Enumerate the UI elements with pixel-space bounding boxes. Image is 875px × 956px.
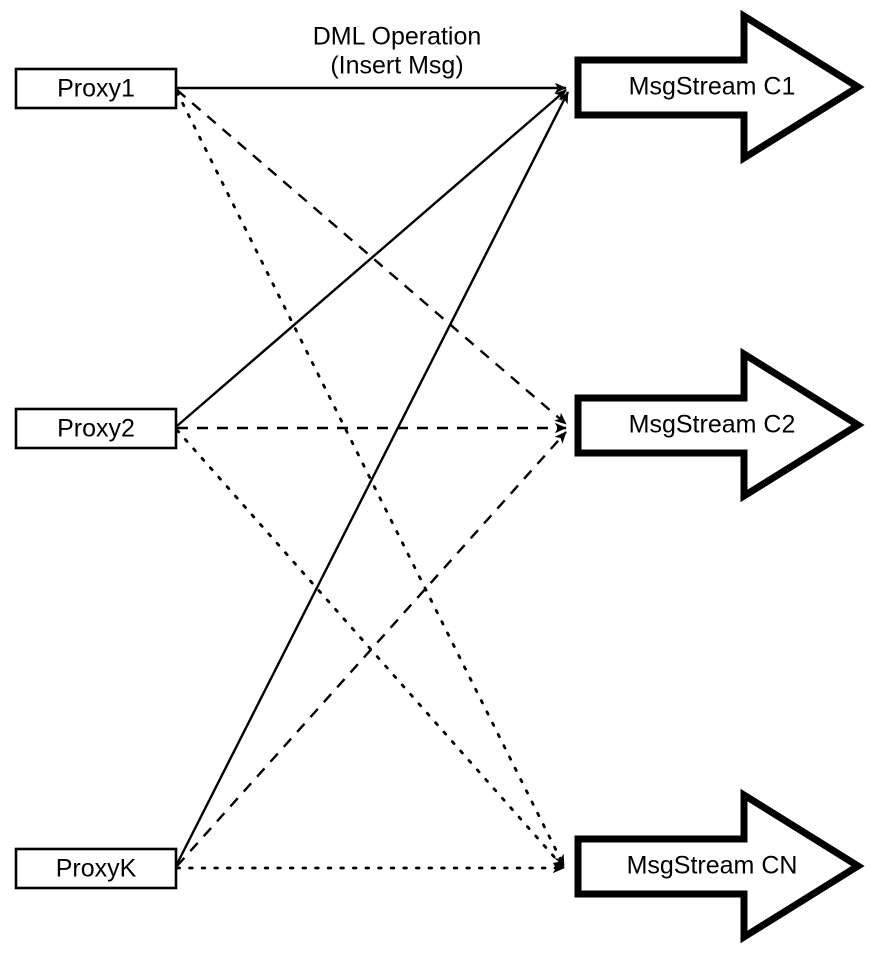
edge-layer [175,82,570,874]
stream-msgstream-c1[interactable]: MsgStream C1 [574,9,865,165]
msgstream-c2-arrow-shape[interactable] [574,347,865,503]
producer-proxyk[interactable]: ProxyK [14,847,178,890]
msgstream-c1-label: MsgStream C1 [629,73,796,101]
msgstream-c1-arrow-shape[interactable] [574,9,865,165]
dml-operation-caption: DML Operation (Insert Msg) [313,23,482,80]
edge-proxy1-to-cn [175,90,566,868]
msgstream-cn-arrow-shape[interactable] [574,788,865,944]
proxy2-box[interactable] [14,407,178,450]
msgstream-cn-label: MsgStream CN [627,852,798,880]
msgstream-c2-label: MsgStream C2 [629,411,796,439]
proxy1-label: Proxy1 [57,75,135,103]
proxyk-box[interactable] [14,847,178,890]
edge-proxy2-to-c1 [176,89,567,427]
proxyk-label: ProxyK [56,855,137,883]
stream-msgstream-cn[interactable]: MsgStream CN [574,788,865,944]
caption-line-1: DML Operation [313,23,482,51]
edge-proxyk-to-c1 [175,91,570,865]
producer-proxy1[interactable]: Proxy1 [14,67,178,110]
edge-proxyk-to-c2 [176,431,567,867]
proxy1-box[interactable] [14,67,178,110]
stream-msgstream-c2[interactable]: MsgStream C2 [574,347,865,503]
caption-line-2: (Insert Msg) [330,52,463,80]
edge-proxy1-to-c2 [176,89,567,425]
producer-proxy2[interactable]: Proxy2 [14,407,178,450]
proxy2-label: Proxy2 [57,415,135,443]
